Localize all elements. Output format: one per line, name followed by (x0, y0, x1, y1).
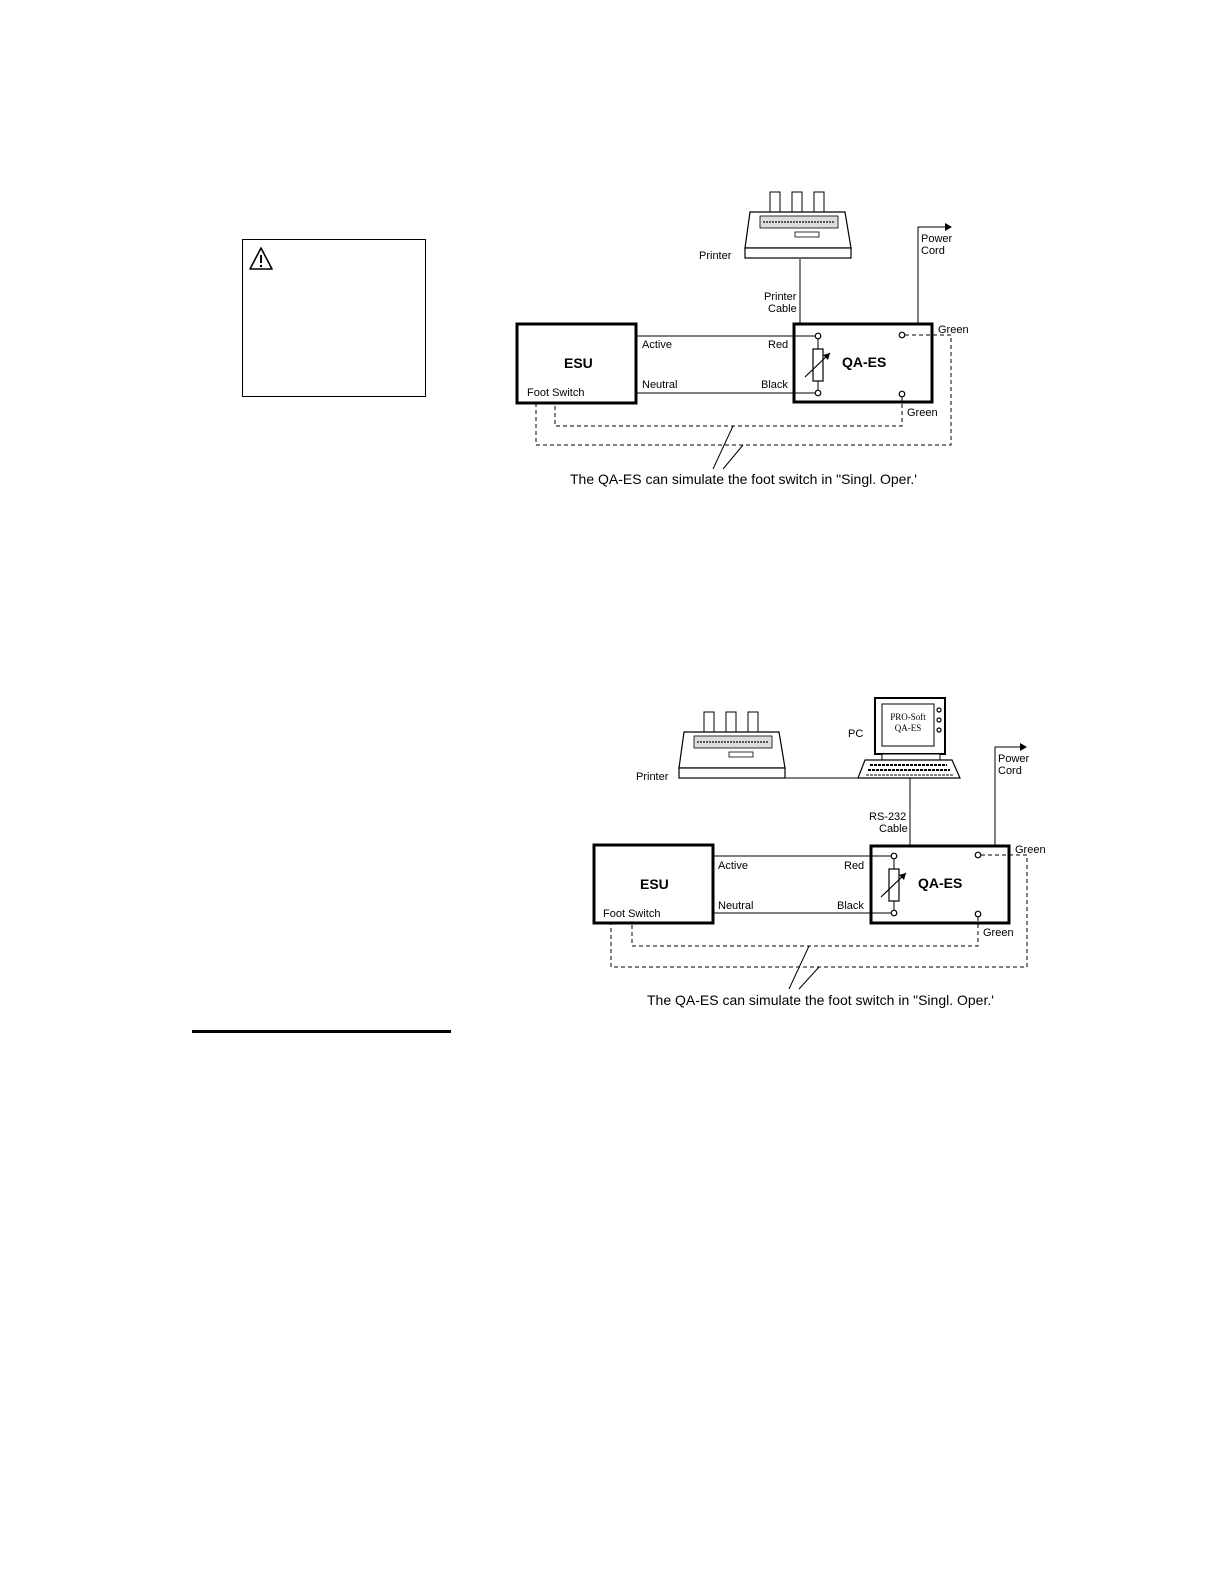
red-label: Red (844, 860, 864, 872)
esu-label: ESU (640, 876, 669, 892)
foot-switch-label: Foot Switch (527, 387, 584, 399)
pc-icon (857, 697, 961, 779)
variable-resistor-icon (880, 852, 907, 917)
printer-cable-label-line2: Cable (768, 303, 797, 315)
neutral-label: Neutral (718, 900, 753, 912)
esu-box (592, 843, 715, 925)
black-label: Black (761, 379, 788, 391)
active-label: Active (718, 860, 748, 872)
green-top-label: Green (1015, 844, 1046, 856)
printer-label: Printer (636, 771, 669, 783)
printer-cable-label-line1: Printer (764, 291, 797, 303)
printer-icon (678, 711, 786, 779)
neutral-label: Neutral (642, 379, 677, 391)
printer-icon (744, 191, 852, 259)
active-label: Active (642, 339, 672, 351)
qaes-box (792, 322, 934, 404)
green-terminal-top (898, 331, 906, 339)
section-separator (192, 1030, 451, 1033)
power-cord-label-line1: Power (998, 753, 1030, 765)
qaes-label: QA-ES (842, 354, 886, 370)
black-label: Black (837, 900, 864, 912)
green-top-label: Green (938, 324, 969, 336)
connection-diagram-pc: Printer PRO-Soft QA-ES PC RS-232 Cable P… (592, 697, 1046, 1008)
arrow-right-icon (1020, 743, 1027, 751)
screen-text-line1: PRO-Soft (890, 712, 926, 722)
rs232-label-line2: Cable (879, 823, 908, 835)
power-cord-label-line1: Power (921, 233, 953, 245)
esu-box (515, 322, 638, 405)
qaes-box (869, 844, 1011, 925)
caption: The QA-ES can simulate the foot switch i… (647, 992, 994, 1008)
pc-label: PC (848, 728, 863, 740)
caption: The QA-ES can simulate the foot switch i… (570, 471, 917, 487)
red-label: Red (768, 339, 788, 351)
green-terminal-bottom (898, 390, 906, 398)
warning-box (242, 239, 426, 397)
screen-text-line2: QA-ES (895, 723, 922, 733)
green-bottom-label: Green (983, 927, 1014, 939)
green-terminal-top (974, 851, 982, 859)
variable-resistor-icon (804, 332, 831, 397)
foot-switch-label: Foot Switch (603, 908, 660, 920)
power-cord-label-line2: Cord (998, 765, 1022, 777)
esu-label: ESU (564, 355, 593, 371)
arrow-right-icon (945, 223, 952, 231)
rs232-label-line1: RS-232 (869, 811, 906, 823)
connection-diagram-printer: Printer Printer Cable Power Cord ESU Foo… (515, 191, 969, 487)
power-cord-label-line2: Cord (921, 245, 945, 257)
green-terminal-bottom (974, 910, 982, 918)
warning-triangle-icon (249, 247, 273, 270)
green-bottom-label: Green (907, 407, 938, 419)
qaes-label: QA-ES (918, 875, 962, 891)
printer-label: Printer (699, 250, 732, 262)
